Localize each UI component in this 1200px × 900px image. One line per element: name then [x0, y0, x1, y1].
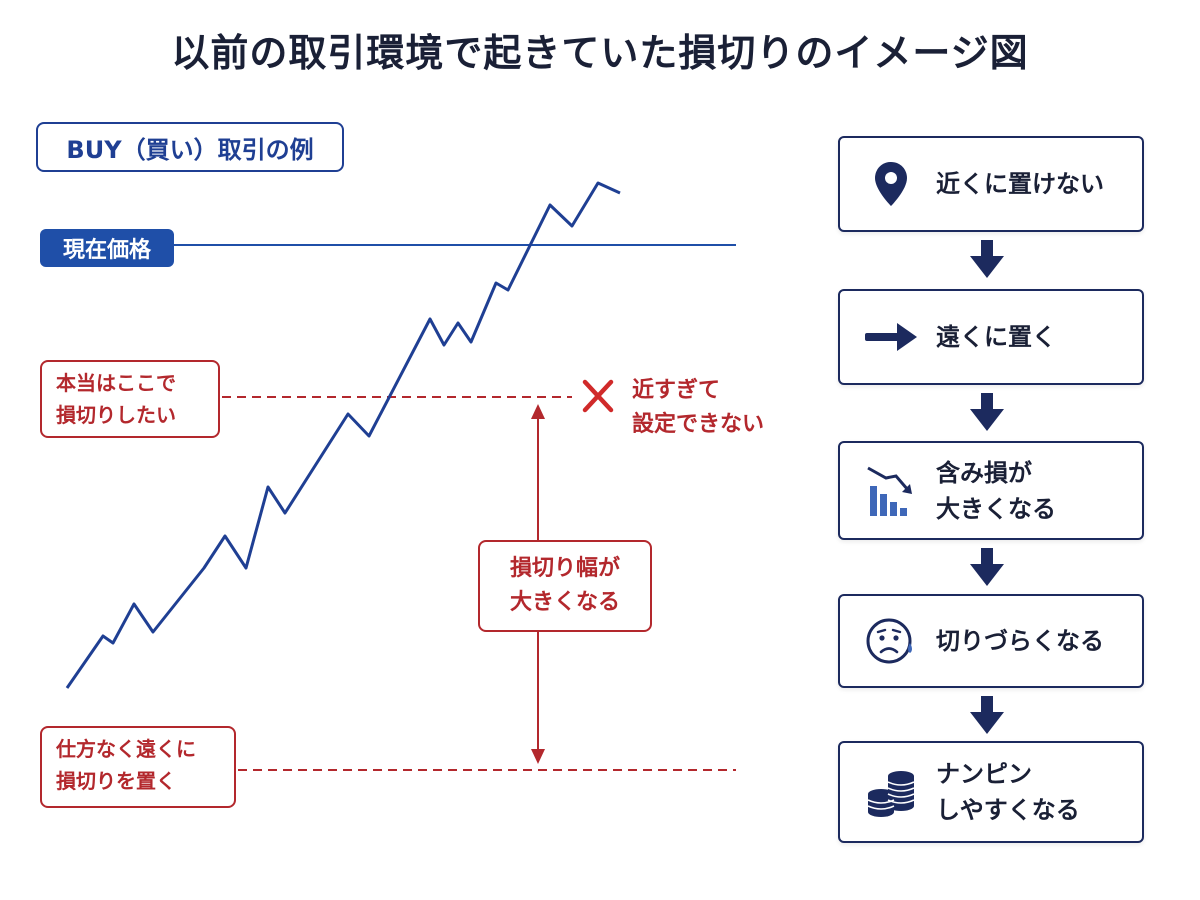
forced-stop-line-1: 仕方なく遠くに	[56, 737, 196, 761]
cannot-set-line-2: 設定できない	[632, 412, 765, 437]
stop-width-arrow	[531, 404, 545, 764]
cannot-set-line-1: 近すぎて	[632, 378, 721, 403]
flow-step-3-line-2: 大きくなる	[936, 494, 1056, 523]
flow-step-1-text: 近くに置けない	[936, 170, 1104, 198]
price-chart	[65, 181, 736, 771]
flow-step-averaging-down: ナンピン しやすくなる	[838, 741, 1144, 843]
flow-step-unrealized-loss: 含み損が 大きくなる	[838, 441, 1144, 540]
flow-step-cannot-place-near: 近くに置けない	[838, 136, 1144, 232]
buy-example-label: BUY（買い）取引の例	[36, 122, 344, 172]
flow-step-5-line-1: ナンピン	[936, 760, 1032, 788]
worried-face-icon	[858, 611, 924, 671]
coin-stack-icon	[858, 762, 924, 822]
stop-width-line-2: 大きくなる	[509, 590, 620, 615]
declining-bars-icon	[858, 461, 924, 521]
flow-step-3-line-1: 含み損が	[936, 458, 1032, 487]
flow-step-hard-to-cut: 切りづらくなる	[838, 594, 1144, 688]
stop-width-line-1: 損切り幅が	[509, 556, 620, 581]
ideal-stop-label: 本当はここで 損切りしたい	[40, 360, 220, 438]
flow-step-place-far: 遠くに置く	[838, 289, 1144, 385]
forced-stop-line-2: 損切りを置く	[56, 769, 176, 793]
page-title: 以前の取引環境で起きていた損切りのイメージ図	[171, 31, 1029, 75]
ideal-stop-line-1: 本当はここで	[56, 371, 176, 395]
arrow-right-icon	[858, 307, 924, 367]
forced-stop-label: 仕方なく遠くに 損切りを置く	[40, 726, 236, 808]
current-price-badge: 現在価格	[40, 229, 174, 267]
cross-icon	[582, 379, 614, 413]
flow-step-4-text: 切りづらくなる	[936, 627, 1104, 655]
ideal-stop-line-2: 損切りしたい	[56, 403, 176, 427]
arrow-down-icon	[970, 240, 1004, 278]
arrow-down-icon	[970, 393, 1004, 431]
flow-step-5-line-2: しやすくなる	[936, 796, 1080, 824]
stop-width-label: 損切り幅が 大きくなる	[478, 540, 652, 632]
cannot-set-note: 近すぎて 設定できない	[632, 374, 764, 442]
location-pin-icon	[858, 154, 924, 214]
arrow-down-icon	[970, 548, 1004, 586]
price-line	[65, 181, 621, 689]
arrow-down-icon	[970, 696, 1004, 734]
flow-step-2-text: 遠くに置く	[936, 323, 1056, 351]
